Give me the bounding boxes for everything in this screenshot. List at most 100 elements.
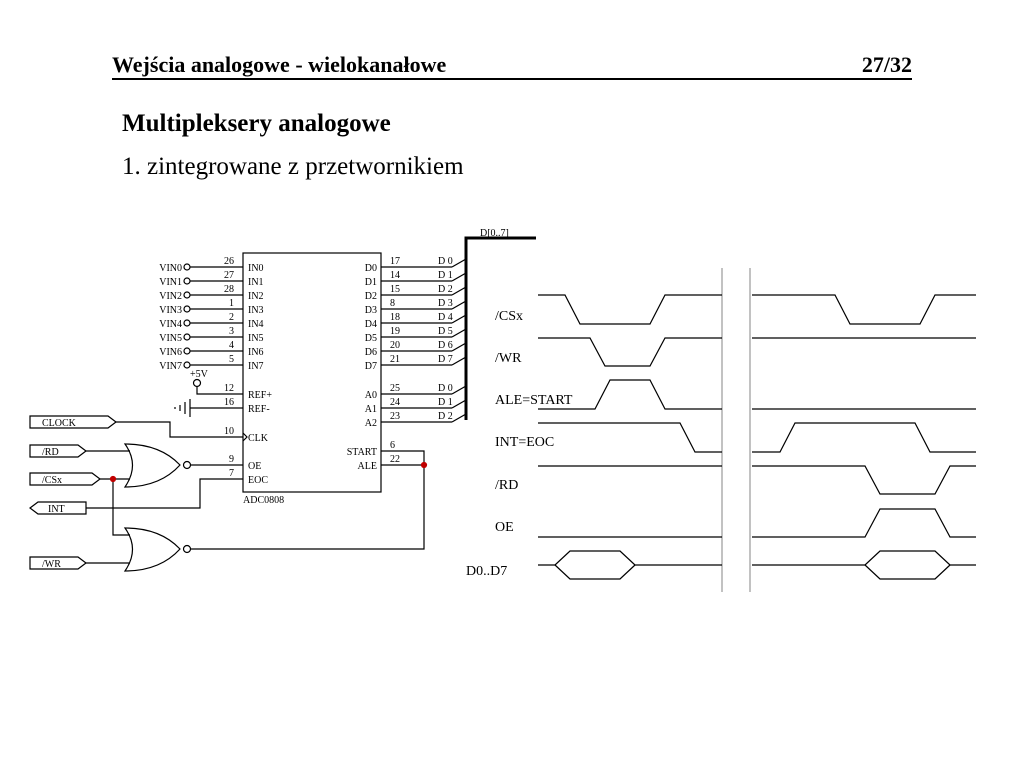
port-label: /RD: [42, 447, 59, 458]
bus-net-label: D 5: [438, 326, 453, 337]
chip-name: ADC0808: [243, 495, 284, 506]
input-label: VIN4: [159, 319, 182, 330]
input-terminal: [183, 277, 191, 285]
input-label: VIN1: [159, 277, 182, 288]
port-symbol: [29, 415, 117, 429]
waveform-wr: [538, 337, 722, 367]
input-terminal: [183, 361, 191, 369]
pin-name: D6: [365, 347, 377, 358]
bus-entry: [451, 300, 467, 310]
timing-signal-label: /WR: [495, 351, 522, 366]
adc-chip-body: [242, 252, 382, 493]
pin-number: 8: [390, 298, 395, 309]
input-label: VIN3: [159, 305, 182, 316]
bus-entry: [451, 385, 467, 395]
bus-entry: [451, 342, 467, 352]
input-label: VIN5: [159, 333, 182, 344]
pin-name: ALE: [358, 461, 377, 472]
input-label: VIN7: [159, 361, 182, 372]
bus-net-label: D 2: [438, 411, 453, 422]
data-bus: [464, 236, 536, 420]
bus-entry: [451, 286, 467, 296]
supply-label: +5V: [190, 369, 209, 380]
waveform-csx: [538, 294, 722, 325]
pin-number: 3: [229, 326, 234, 337]
pin-name: IN5: [248, 333, 264, 344]
ref-plus-wire: [196, 387, 243, 395]
bus-entry: [451, 258, 467, 268]
pin-name: D3: [365, 305, 377, 316]
bus-entry: [451, 272, 467, 282]
pin-name: D7: [365, 361, 377, 372]
bus-net-label: D 6: [438, 340, 453, 351]
slide-header: Wejścia analogowe - wielokanałowe 27/32: [112, 50, 912, 80]
input-label: VIN6: [159, 347, 182, 358]
pin-number: 17: [390, 256, 400, 267]
port-label: CLOCK: [42, 418, 77, 429]
input-terminal: [183, 319, 191, 327]
input-terminal: [183, 305, 191, 313]
port-label: /WR: [42, 559, 61, 570]
input-terminal: [183, 333, 191, 341]
timing-signal-label: /CSx: [495, 309, 523, 324]
bus-entry: [451, 356, 467, 366]
pin-number: 6: [390, 440, 395, 451]
pin-name: D2: [365, 291, 377, 302]
bus-entry: [451, 413, 467, 423]
junction-dot: [420, 461, 428, 469]
pin-name: A2: [365, 418, 377, 429]
port-label: /CSx: [42, 475, 62, 486]
pin-name: D5: [365, 333, 377, 344]
input-terminal: [183, 347, 191, 355]
pin-number: 22: [390, 454, 400, 465]
port-label: INT: [48, 504, 65, 515]
pin-number: 21: [390, 354, 400, 365]
timing-signal-label: ALE=START: [495, 393, 573, 408]
inverter-bubble: [182, 460, 192, 470]
pin-name: IN6: [248, 347, 264, 358]
pin-name: IN7: [248, 361, 264, 372]
analog-input-pins: VIN026IN0VIN127IN1VIN228IN2VIN31IN3VIN42…: [159, 256, 263, 372]
pin-number: 18: [390, 312, 400, 323]
pin-name: REF+: [248, 390, 272, 401]
junction-dot: [109, 475, 117, 483]
clk-marker: [242, 432, 248, 442]
bus-net-label: D 7: [438, 354, 453, 365]
pin-name: A1: [365, 404, 377, 415]
pin-name: A0: [365, 390, 377, 401]
pin-number: 1: [229, 298, 234, 309]
bus-label: D[0..7]: [480, 228, 509, 239]
timing-signal-label: OE: [495, 520, 514, 535]
waveform-int: [538, 422, 722, 453]
pin-name: EOC: [248, 475, 268, 486]
pin-number: 27: [224, 270, 234, 281]
pin-number: 10: [224, 426, 234, 437]
input-terminal: [183, 291, 191, 299]
timing-signal-label: D0..D7: [466, 564, 507, 579]
clock-wire: [116, 421, 243, 438]
waveform-ale: [538, 379, 722, 410]
pin-number: 5: [229, 354, 234, 365]
timing-signal-label: /RD: [495, 478, 518, 493]
csx-branch-wire: [112, 479, 130, 536]
port-symbol: [29, 472, 101, 486]
section-heading: Multipleksery analogowe: [122, 110, 391, 137]
input-terminal: [183, 263, 191, 271]
pin-number: 24: [390, 397, 400, 408]
pin-number: 25: [390, 383, 400, 394]
start-wire: [190, 450, 425, 550]
pin-name: CLK: [248, 433, 269, 444]
or-gate-oe: [123, 443, 181, 488]
bus-entry: [451, 314, 467, 324]
pin-name: IN2: [248, 291, 264, 302]
bus-net-label: D 0: [438, 383, 453, 394]
pin-name: IN3: [248, 305, 264, 316]
pin-name: IN4: [248, 319, 264, 330]
